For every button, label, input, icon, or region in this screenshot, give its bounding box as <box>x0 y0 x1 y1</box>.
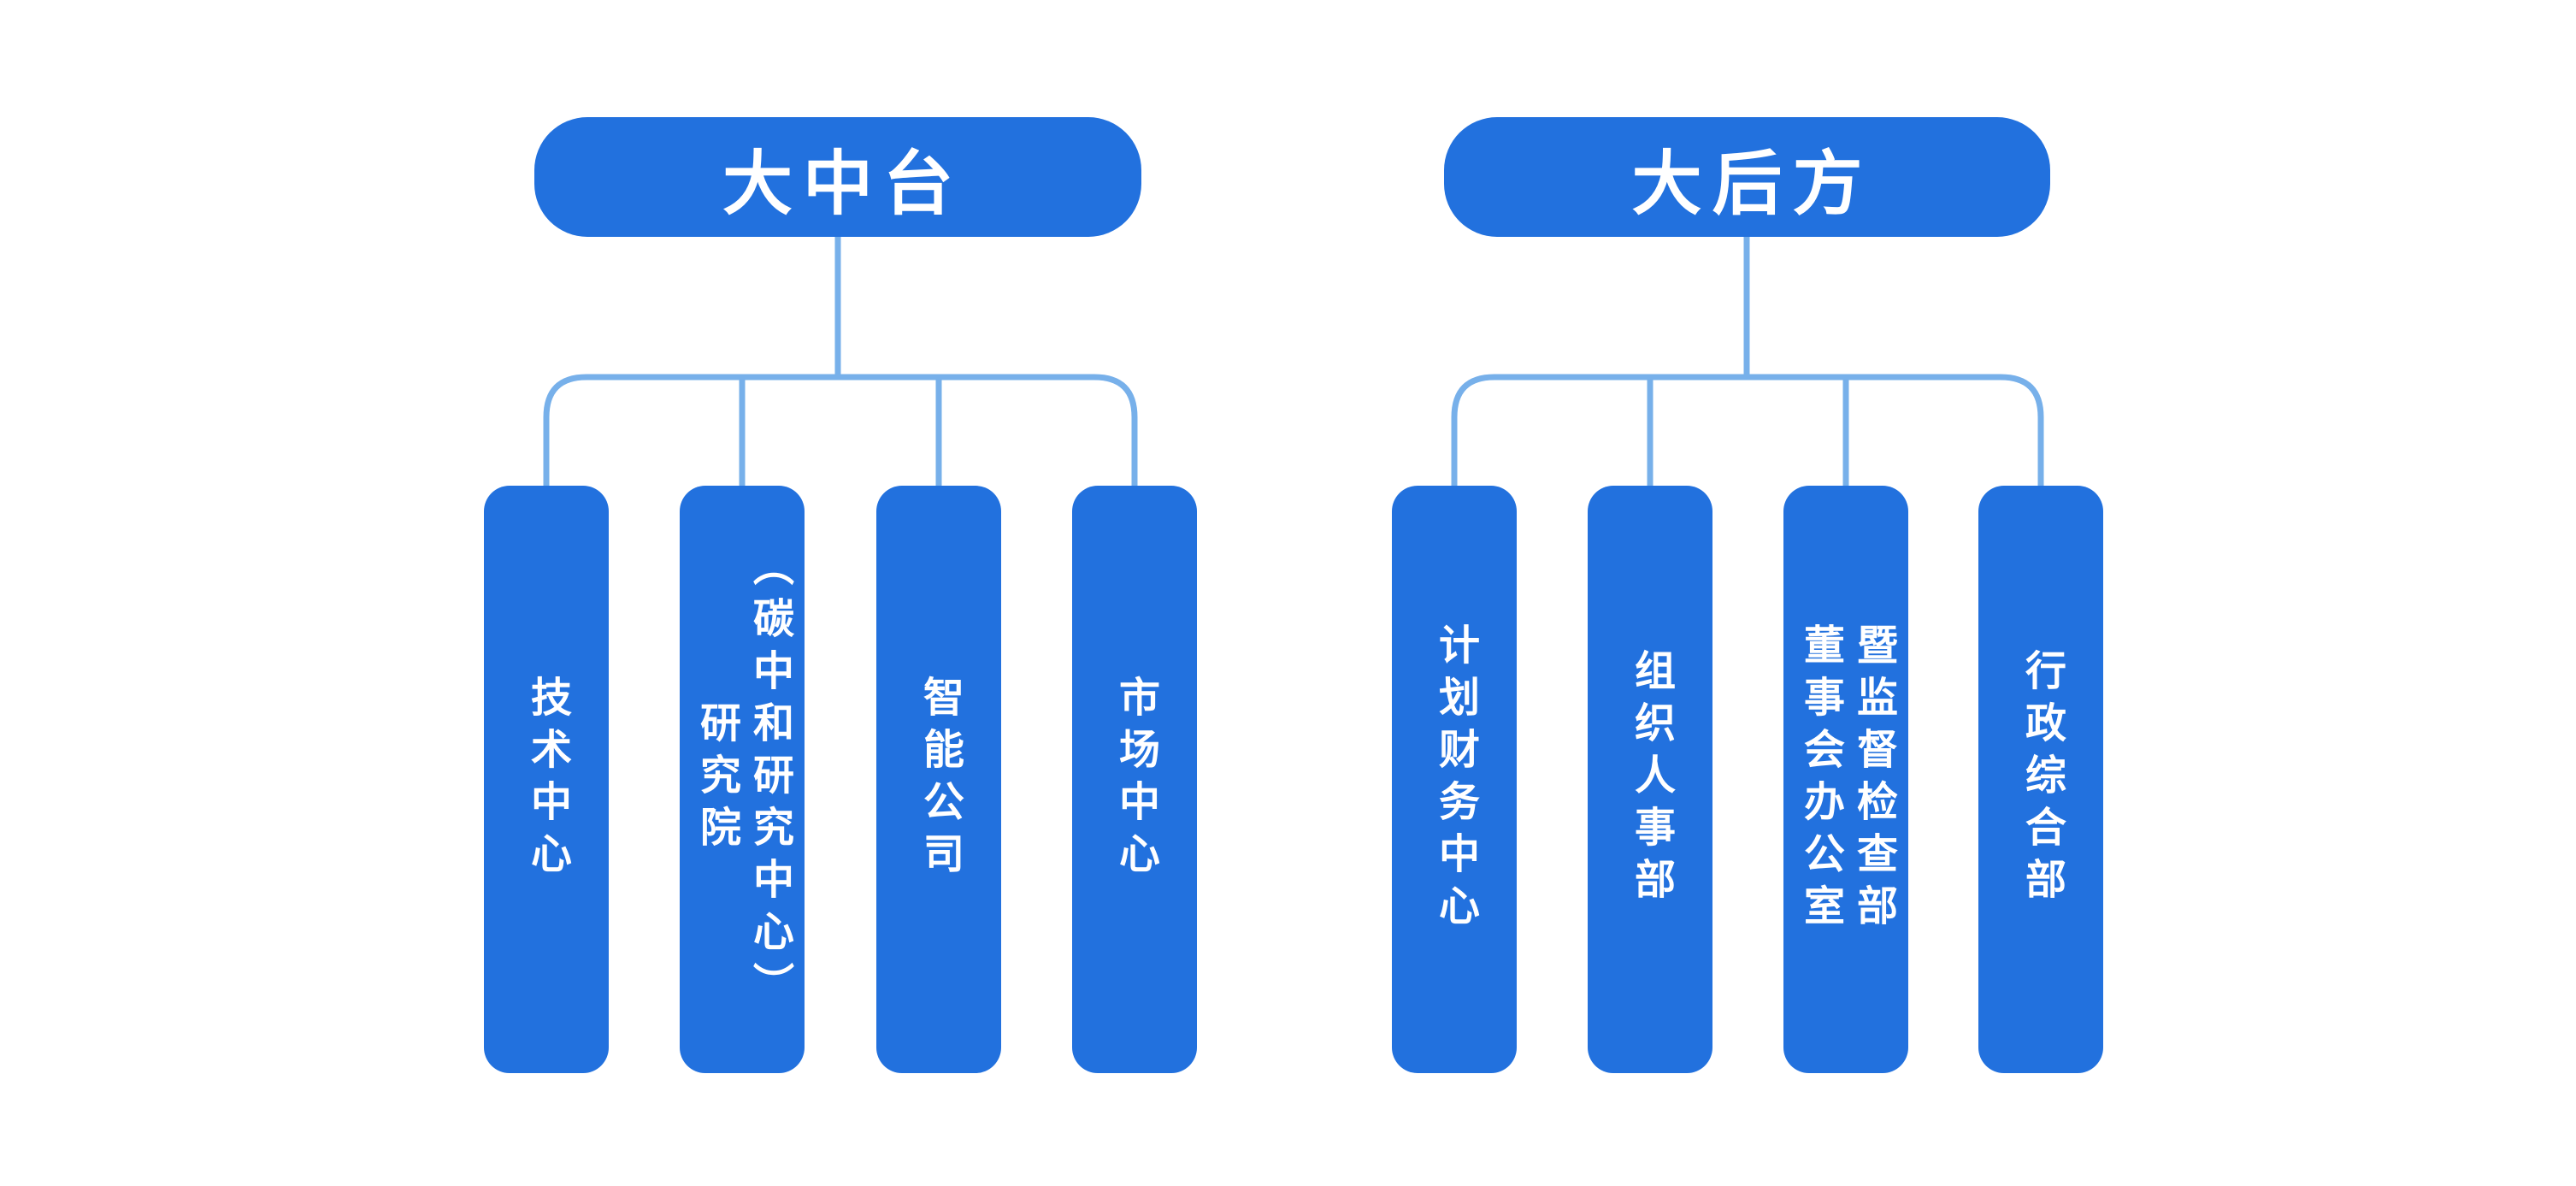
connector-left-rail <box>543 374 1138 486</box>
child-node-market-center: 市场中心 <box>1072 486 1197 1073</box>
header-label-group-1: 大后方 <box>1631 145 1873 223</box>
header-node-group-1: 大后方 <box>1444 117 2050 237</box>
child-label: 智能公司 <box>917 675 962 884</box>
child-node-hr-department: 组织人事部 <box>1588 486 1712 1073</box>
child-node-planning-finance-center: 计划财务中心 <box>1392 486 1517 1073</box>
child-node-board-office-supervision: 董事会办公室 暨监督检查部 <box>1783 486 1908 1073</box>
header-node-group-0: 大中台 <box>534 117 1141 237</box>
header-label-group-0: 大中台 <box>722 145 964 223</box>
child-label: 市场中心 <box>1112 675 1158 884</box>
child-node-admin-general-department: 行政综合部 <box>1978 486 2103 1073</box>
child-node-intelligence-company: 智能公司 <box>876 486 1001 1073</box>
child-label: 技术中心 <box>524 675 569 884</box>
connector-right-rail <box>1451 374 2044 486</box>
child-label: 研究院 （碳中和研究中心） <box>693 545 792 1014</box>
child-label: 董事会办公室 暨监督检查部 <box>1797 623 1895 936</box>
child-node-research-institute: 研究院 （碳中和研究中心） <box>680 486 805 1073</box>
child-label: 组织人事部 <box>1628 649 1673 910</box>
child-node-tech-center: 技术中心 <box>484 486 609 1073</box>
child-label: 计划财务中心 <box>1432 623 1477 936</box>
child-label: 行政综合部 <box>2019 649 2064 910</box>
